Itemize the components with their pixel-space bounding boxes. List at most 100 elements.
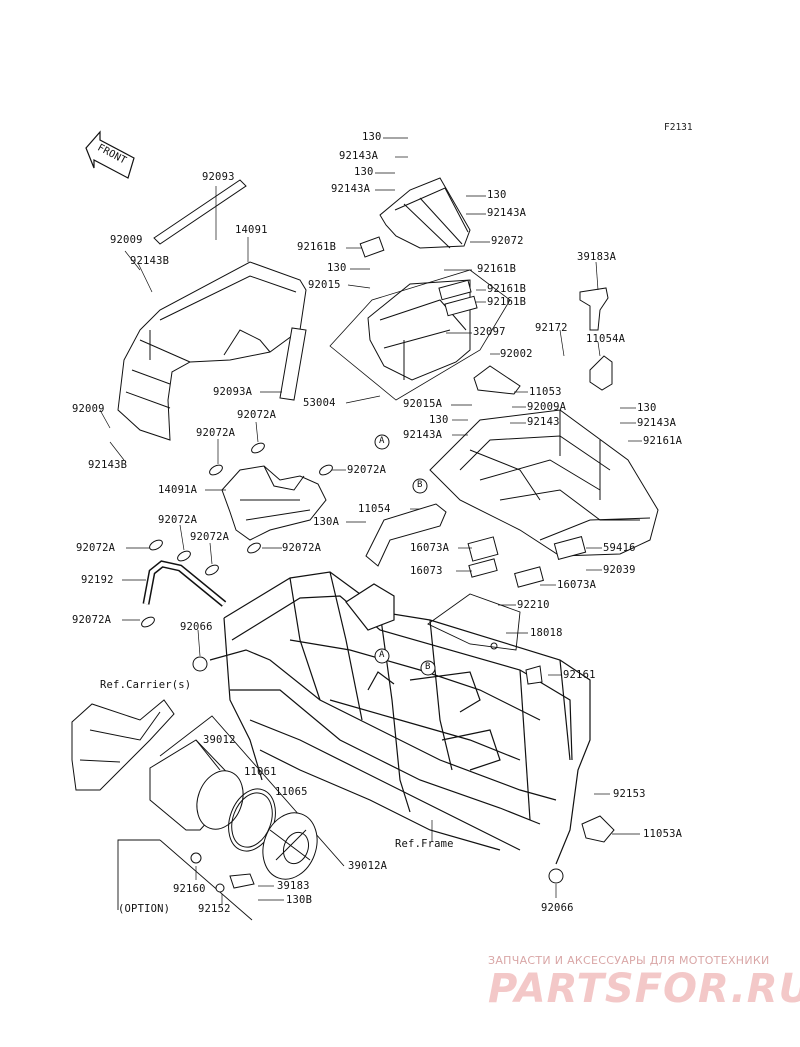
callout-130: 130 xyxy=(429,414,449,426)
part-92093a-block xyxy=(279,327,307,401)
callout-130: 130 xyxy=(327,262,347,274)
figure-code: F2131 xyxy=(664,122,693,133)
callout-16073a: 16073A xyxy=(557,579,597,591)
ref-marker-a-frame xyxy=(374,648,390,664)
front-arrow-icon xyxy=(85,130,135,179)
part-92161b-pad xyxy=(444,295,478,317)
part-92161b-pad xyxy=(438,279,472,301)
part-92161-cap xyxy=(525,665,543,685)
callout-130: 130 xyxy=(487,189,507,201)
callout-11053a: 11053A xyxy=(643,828,683,840)
watermark-logo: PARTSFOR.RU xyxy=(488,966,800,1012)
part-92072a-clamp xyxy=(205,564,219,576)
callout-ref-carrier: Ref.Carrier(s) xyxy=(100,679,192,691)
ref-marker-b-frame xyxy=(420,660,436,676)
callout-92143a: 92143A xyxy=(339,150,379,162)
callout-53004: 53004 xyxy=(303,397,336,409)
callout-11054: 11054 xyxy=(358,503,391,515)
part-14091-cover xyxy=(117,261,307,441)
callout-92039: 92039 xyxy=(603,564,636,576)
callout-14091: 14091 xyxy=(235,224,268,236)
callout-92161b: 92161B xyxy=(487,283,527,295)
part-11053a-bracket xyxy=(581,815,615,843)
callout-130b: 130B xyxy=(286,894,313,906)
callout-92066: 92066 xyxy=(180,621,213,633)
callout-92161b: 92161B xyxy=(477,263,517,275)
part-92072-bracket xyxy=(379,177,471,249)
part-16073a-pad xyxy=(467,536,499,562)
part-39183-bracket xyxy=(229,873,255,889)
callout-92009a: 92009A xyxy=(527,401,567,413)
part-92072a-clamp xyxy=(319,464,333,476)
callout-92072a: 92072A xyxy=(282,542,322,554)
callout-92152: 92152 xyxy=(198,903,231,915)
callout-130: 130 xyxy=(637,402,657,414)
callout-92161b: 92161B xyxy=(487,296,527,308)
part-92072a-clamp xyxy=(149,539,163,551)
ref-marker-a-top xyxy=(374,434,390,450)
callout-39183a: 39183A xyxy=(577,251,617,263)
callout-32097: 32097 xyxy=(473,326,506,338)
part-92192-hose xyxy=(142,560,227,607)
callout-18018: 18018 xyxy=(530,627,563,639)
part-92093-strip xyxy=(153,179,247,245)
callout-16073a: 16073A xyxy=(410,542,450,554)
part-92160-nut xyxy=(190,852,202,864)
callout-92161a: 92161A xyxy=(643,435,683,447)
callout-39183: 39183 xyxy=(277,880,310,892)
callout-92161b: 92161B xyxy=(297,241,337,253)
callout-11061: 11061 xyxy=(244,766,277,778)
callout-92210: 92210 xyxy=(517,599,550,611)
part-92072a-clamp xyxy=(141,616,155,628)
part-16073a-pad xyxy=(514,566,544,588)
callout-92143: 92143 xyxy=(527,416,560,428)
part-11065-filter xyxy=(262,812,318,880)
callout-92172: 92172 xyxy=(535,322,568,334)
part-39183a-bracket xyxy=(579,287,609,331)
callout-11053: 11053 xyxy=(529,386,562,398)
ref-marker-b-top xyxy=(412,478,428,494)
callout-92072a: 92072A xyxy=(237,409,277,421)
callout-92009: 92009 xyxy=(110,234,143,246)
part-16073a-pad xyxy=(553,536,587,560)
callout-39012a: 39012A xyxy=(348,860,388,872)
callout-130a: 130A xyxy=(313,516,340,528)
ref-carrier-part xyxy=(71,699,175,791)
callout-92072: 92072 xyxy=(491,235,524,247)
callout-39012: 39012 xyxy=(203,734,236,746)
part-16073-pad xyxy=(468,558,498,578)
callout-14091a: 14091A xyxy=(158,484,198,496)
callout-92015a: 92015A xyxy=(403,398,443,410)
callout-option: (OPTION) xyxy=(118,903,171,915)
part-14091a-cover xyxy=(221,465,327,541)
main-frame xyxy=(209,571,591,865)
callout-92015: 92015 xyxy=(308,279,341,291)
callout-92143a: 92143A xyxy=(403,429,443,441)
callout-130: 130 xyxy=(362,131,382,143)
callout-92192: 92192 xyxy=(81,574,114,586)
part-32097-tray xyxy=(367,279,471,381)
callout-92066: 92066 xyxy=(541,902,574,914)
callout-11054a: 11054A xyxy=(586,333,626,345)
callout-92072a: 92072A xyxy=(196,427,236,439)
part-92066-grommet xyxy=(192,656,208,672)
part-11054a-bracket xyxy=(589,355,613,391)
callout-92143b: 92143B xyxy=(88,459,128,471)
callout-92072a: 92072A xyxy=(190,531,230,543)
callout-92143a: 92143A xyxy=(637,417,677,429)
callout-ref-frame: Ref.Frame xyxy=(395,838,454,850)
callout-92143a: 92143A xyxy=(487,207,527,219)
marker-a-frame-label: A xyxy=(379,650,385,660)
callout-92072a: 92072A xyxy=(347,464,387,476)
part-92161b-pad xyxy=(359,236,385,258)
callout-92002: 92002 xyxy=(500,348,533,360)
callout-59416: 59416 xyxy=(603,542,636,554)
part-92072a-clamp xyxy=(209,464,223,476)
callout-92143b: 92143B xyxy=(130,255,170,267)
marker-b-frame-label: B xyxy=(425,662,431,672)
callout-92093: 92093 xyxy=(202,171,235,183)
callout-16073: 16073 xyxy=(410,565,443,577)
part-92066-grommet xyxy=(548,868,564,884)
callout-11065: 11065 xyxy=(275,786,308,798)
